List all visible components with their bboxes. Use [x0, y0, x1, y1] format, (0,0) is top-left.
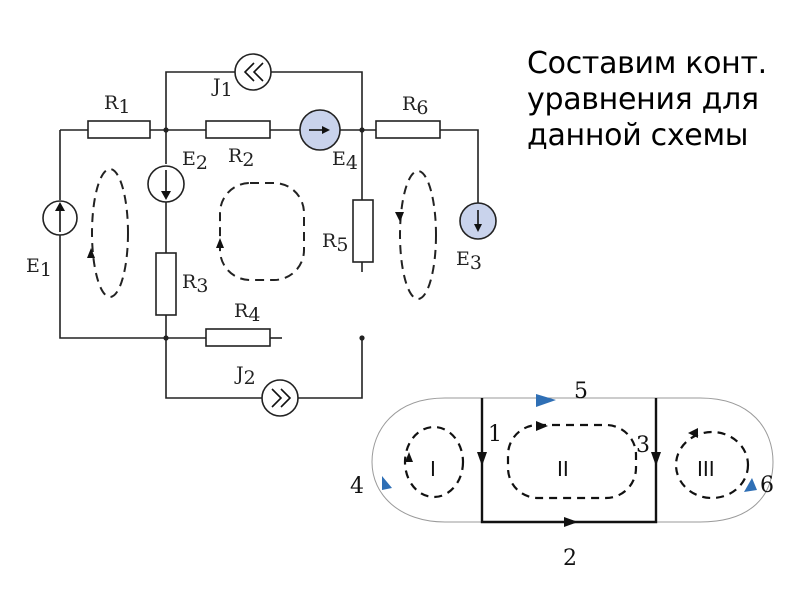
label-e4: E4 — [332, 148, 358, 174]
node-dot — [359, 127, 365, 133]
heading-line-2: уравнения для — [527, 82, 759, 117]
circuit-loops — [91, 168, 437, 300]
label-r6: R6 — [402, 93, 428, 119]
loop-left — [91, 168, 129, 298]
resistor-r1 — [87, 120, 151, 139]
label-e3: E3 — [456, 248, 482, 274]
graph-branch-label: 3 — [636, 433, 650, 458]
graph-branch-label: 4 — [350, 474, 364, 499]
resistor-r2 — [205, 120, 271, 139]
graph-branch-label: 5 — [574, 379, 588, 404]
graph-outer-branches — [371, 397, 774, 523]
current-source-j1 — [234, 53, 272, 91]
loop-arrows — [87, 212, 404, 258]
heading-line-3: данной схемы — [527, 118, 749, 153]
slide-heading: Составим конт. уравнения для данной схем… — [527, 46, 792, 154]
label-r4: R4 — [234, 300, 260, 326]
source-e2 — [147, 165, 185, 203]
graph-loop-label: III — [697, 457, 715, 481]
graph-branch-label: 2 — [563, 546, 577, 571]
source-e3 — [459, 202, 497, 240]
label-j2: J2 — [234, 363, 256, 389]
current-source-j2 — [261, 379, 299, 417]
graph-loop-label: II — [557, 457, 569, 481]
loop-right — [399, 170, 437, 300]
source-e4 — [299, 109, 341, 151]
graph-loop-label: I — [430, 457, 436, 481]
label-r5: R5 — [322, 230, 348, 256]
resistor-r5 — [352, 199, 374, 263]
circuit-nodes — [163, 127, 365, 341]
graph-branch-label: 6 — [760, 473, 774, 498]
label-e2: E2 — [182, 148, 208, 174]
graph-blue-markers — [382, 394, 757, 492]
label-j1: J1 — [211, 75, 233, 101]
resistor-r3 — [155, 252, 177, 316]
label-r1: R1 — [104, 92, 130, 118]
resistors — [87, 120, 441, 347]
label-r2: R2 — [228, 145, 254, 171]
graph-loop-arrows — [405, 421, 698, 462]
graph-loop-iii — [674, 430, 750, 500]
node-dot — [163, 335, 169, 341]
circuit-wires — [59, 71, 479, 399]
graph-branch-arrows — [477, 452, 661, 527]
node-dot — [163, 127, 169, 133]
resistor-r4 — [205, 328, 271, 347]
loop-center — [219, 182, 305, 281]
node-dot — [359, 335, 365, 341]
label-r3: R3 — [182, 271, 208, 297]
source-e1 — [42, 200, 78, 236]
resistor-r6 — [375, 120, 441, 139]
graph-loop-ii — [506, 423, 638, 500]
circuit-labels: R1 R2 R3 R4 R5 R6 E1 E2 E3 E4 J1 J2 — [26, 75, 482, 389]
label-e1: E1 — [26, 255, 52, 281]
graph-branch-label: 1 — [488, 422, 502, 447]
circuit-graph: 5 1 3 4 6 2 I II III — [350, 379, 774, 571]
heading-line-1: Составим конт. — [527, 46, 767, 81]
